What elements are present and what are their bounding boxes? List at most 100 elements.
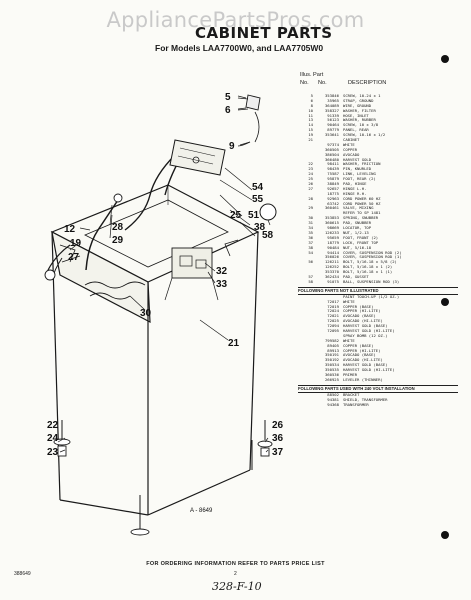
part-description: WIRE, GROUND — [343, 103, 372, 108]
part-description: CORD POWER 50 HZ — [343, 201, 381, 206]
page-title: CABINET PARTS — [195, 24, 333, 42]
illus-number: 14 — [308, 123, 313, 128]
part-number: 353853 — [324, 216, 339, 221]
part-number: 94414 — [327, 250, 339, 255]
part-description: PAD, GUSSET — [343, 274, 369, 279]
illus-number: 28 — [308, 196, 313, 201]
part-description: WASHER, FRICTION — [343, 162, 381, 167]
page-number: 2 — [234, 571, 237, 577]
table-row: 63742 CORD POWER 50 HZ — [298, 202, 458, 207]
illus-number: 19 — [308, 133, 313, 138]
part-description: COPPER — [343, 147, 358, 152]
part-number: 94381 — [327, 397, 339, 402]
part-description: BOLT, 5/16-18 x 5/8 (2) — [343, 260, 397, 265]
part-number: 799582 — [324, 338, 339, 343]
part-description: AVOCADO (BASE) — [343, 353, 376, 358]
part-description: PAD, HINGE — [343, 182, 367, 187]
callout-38: 38 — [254, 222, 266, 233]
part-number: 360461 — [324, 206, 339, 211]
part-description: AVOCADO (BASE) — [343, 314, 376, 319]
illus-number: 25 — [308, 177, 313, 182]
part-number: 98411 — [327, 162, 339, 167]
part-number: 90484 — [327, 245, 339, 250]
part-description: CORD POWER 60 HZ — [343, 196, 381, 201]
callout-58: 58 — [262, 230, 274, 241]
part-number: 72019 — [327, 304, 339, 309]
illus-number: 37 — [308, 240, 313, 245]
part-description: WHITE — [343, 299, 355, 304]
part-description: BOLT, 5/16-18 x 1 (2) — [343, 265, 393, 270]
part-description: PANEL, REAR — [343, 128, 369, 133]
part-description: SPRING, SNUBBER — [343, 216, 379, 221]
illus-number: 24 — [308, 172, 313, 177]
callout-32: 32 — [216, 266, 228, 277]
part-number: 350192 — [324, 358, 339, 363]
header-no-right: No. — [318, 80, 327, 86]
binder-hole — [441, 55, 449, 63]
part-description: HARVEST GOLD — [343, 157, 372, 162]
binder-hole — [441, 298, 449, 306]
table-row: REFER TO SP 1481 — [298, 211, 458, 216]
part-description: SCREW, 10 x 3/8 — [343, 123, 379, 128]
callout-27: 27 — [68, 252, 80, 263]
part-number: 353846 — [324, 94, 339, 98]
part-description: HOSE, INLET — [343, 113, 369, 118]
table-row: 14 90464 SCREW, 10 x 3/8 — [298, 123, 458, 128]
part-description: COPPER (HI-LITE) — [343, 309, 381, 314]
illus-number: 31 — [308, 221, 313, 226]
part-description: FOOT, FRONT (2) — [343, 235, 379, 240]
part-number: 18779 — [327, 240, 339, 245]
illus-number: 6 — [310, 98, 313, 103]
part-number: 38849 — [327, 182, 339, 187]
doc-code: 388649 — [14, 571, 31, 577]
callout-22: 22 — [47, 420, 59, 431]
part-number: 92963 — [327, 196, 339, 201]
part-description: BOLT, 5/16-18 x 1 (1) — [343, 270, 393, 275]
callout-55: 55 — [252, 194, 264, 205]
table-row: 22 98411 WASHER, FRICTION — [298, 162, 458, 167]
part-description: HINGE L.H. — [343, 186, 367, 191]
illus-number: 22 — [308, 162, 313, 167]
illus-number: 54 — [308, 250, 313, 255]
header-illus-part: Illus. Part — [300, 72, 324, 78]
callout-54: 54 — [252, 182, 264, 193]
part-number: 63742 — [327, 201, 339, 206]
part-description: HARVEST GOLD (BASE) — [343, 324, 388, 329]
part-number: 35965 — [327, 98, 339, 103]
part-description: HARVEST GOLD (HI-LITE) — [343, 368, 395, 373]
part-number: 89913 — [327, 348, 339, 353]
callout-36: 36 — [272, 433, 284, 444]
part-number: 89779 — [327, 128, 339, 133]
illus-number: 21 — [308, 138, 313, 143]
illus-number: 10 — [308, 108, 313, 113]
part-number: 90464 — [327, 123, 339, 128]
header-description: DESCRIPTION — [348, 80, 387, 86]
part-description: REFER TO SP 1481 — [343, 211, 381, 216]
illus-number: 57 — [308, 274, 313, 279]
part-description: BALL, SUSPENSION ROD (3) — [343, 279, 400, 284]
part-number: 91339 — [327, 113, 339, 118]
part-description: COPPER (HI-LITE) — [343, 348, 381, 353]
